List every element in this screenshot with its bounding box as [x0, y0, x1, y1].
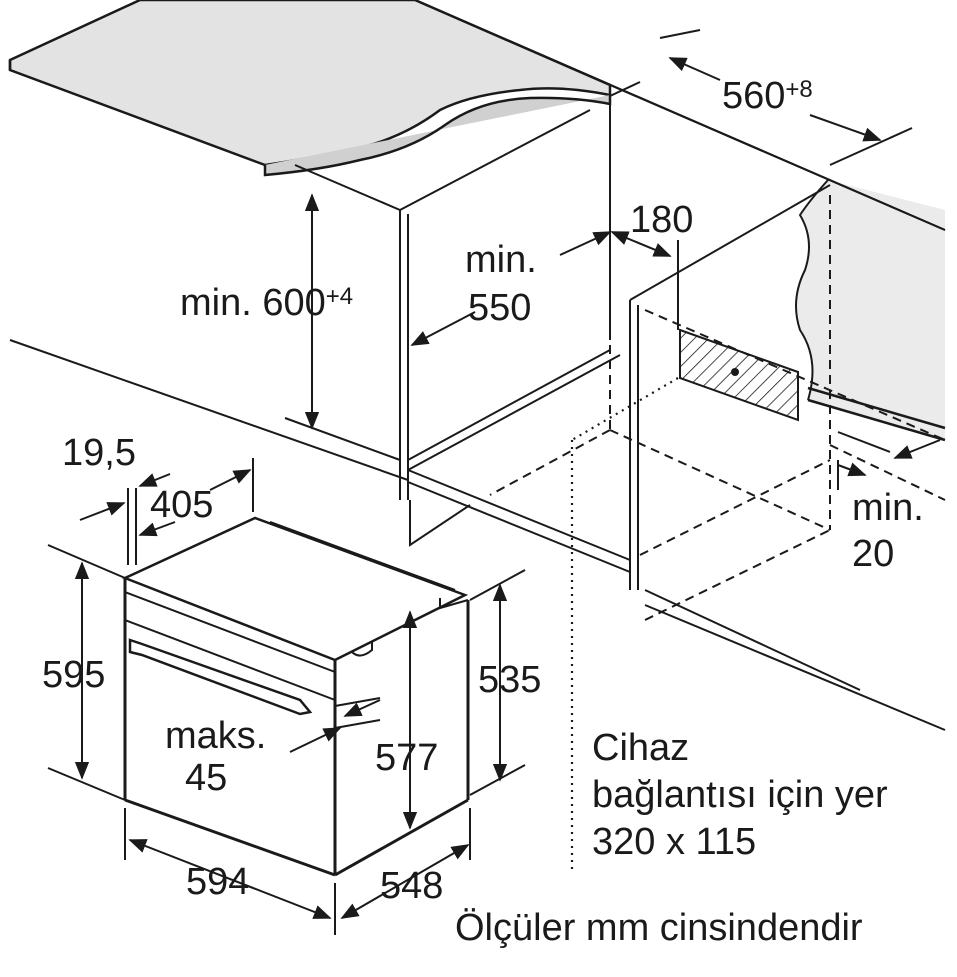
niche-height-tolerance: +4 [325, 283, 354, 310]
oven [121, 516, 470, 877]
cabinet-outline [9, 0, 946, 731]
front-offset-label: 19,5 [62, 432, 136, 474]
oven-inner-height-label: 577 [375, 737, 439, 779]
vent-depth-label: 180 [630, 199, 694, 241]
niche-depth-label-line1: min. [465, 239, 537, 281]
hidden-edges [489, 195, 946, 621]
niche-height-label: min. 600+4 [180, 283, 353, 323]
connection-area [679, 328, 799, 422]
oven-width-label: 594 [186, 861, 250, 903]
countertop [8, 0, 612, 177]
units-note: Ölçüler mm cinsindendir [455, 907, 863, 949]
connection-label-line3: 320 x 115 [592, 821, 757, 863]
oven-depth-label: 548 [380, 865, 444, 907]
connection-guide [570, 377, 679, 870]
oven-height-label: 595 [42, 654, 106, 696]
connection-label-line1: Cihaz [592, 727, 690, 769]
connection-point-icon [731, 368, 739, 376]
handle-max-label-line1: maks. [165, 715, 267, 757]
oven-body-height-label: 535 [478, 659, 542, 701]
gap-label-line1: min. [852, 487, 924, 529]
niche-width-value: 560 [722, 75, 786, 117]
side-wall [795, 179, 946, 442]
oven-handle [128, 638, 313, 716]
connection-label-line2: bağlantısı için yer [592, 774, 888, 816]
niche-width-label: 560+8 [722, 76, 813, 116]
top-depth-label: 405 [150, 484, 214, 526]
gap-label-line2: 20 [852, 533, 895, 575]
handle-max-label-line2: 45 [185, 757, 228, 799]
dimension-lines [47, 29, 941, 935]
niche-height-value: min. 600 [180, 282, 326, 324]
niche-depth-label-line2: 550 [468, 287, 532, 329]
niche-width-tolerance: +8 [785, 76, 813, 103]
